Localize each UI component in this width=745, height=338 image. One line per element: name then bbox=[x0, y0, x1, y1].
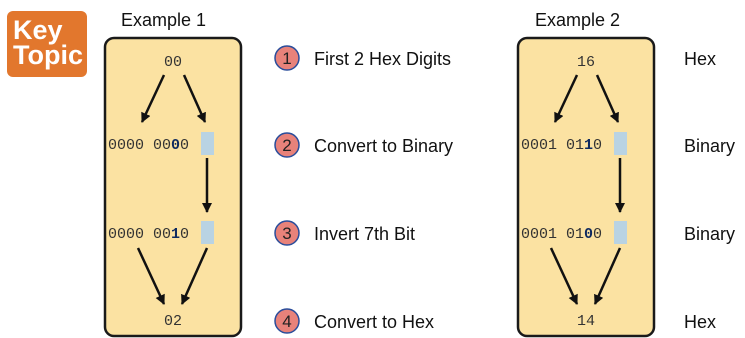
step-1-circle bbox=[274, 45, 300, 71]
example1-row4-text: 02 bbox=[164, 313, 182, 330]
example1-arrow-split-left bbox=[140, 74, 166, 123]
example2-label-binary-2: Binary bbox=[684, 224, 736, 244]
step-4-number: 4 bbox=[282, 312, 291, 331]
example1-row3-prefix: 0000 00 bbox=[108, 226, 171, 243]
step-2-label: Convert to Binary bbox=[314, 136, 454, 156]
example1-row3-bit-highlight bbox=[201, 221, 214, 244]
example1-row2-bit: 0 bbox=[171, 137, 180, 154]
step-4-label: Convert to Hex bbox=[314, 312, 435, 332]
example1-row3-bit: 1 bbox=[171, 226, 180, 243]
step-2-number: 2 bbox=[282, 136, 291, 155]
example2-label-binary-1: Binary bbox=[684, 136, 736, 156]
example1-row3-text: 0000 0010 bbox=[108, 226, 189, 243]
key-topic-line2: Topic bbox=[13, 40, 83, 70]
example1-row2-suffix: 0 bbox=[180, 137, 189, 154]
example2-row2-prefix: 0001 01 bbox=[521, 137, 584, 154]
example1-row1-text: 00 bbox=[164, 54, 182, 71]
example2-row2-text: 0001 0110 bbox=[521, 137, 602, 154]
key-topic-badge: Key Topic bbox=[7, 11, 87, 77]
step-3-circle bbox=[274, 220, 300, 246]
example1-title: Example 1 bbox=[121, 10, 207, 30]
example2-row1-text: 16 bbox=[577, 54, 595, 71]
key-topic-line1: Key bbox=[13, 15, 63, 45]
example2-row4-text: 14 bbox=[577, 313, 595, 330]
example2-row2-bit: 1 bbox=[584, 137, 593, 154]
example2-row3-text: 0001 0100 bbox=[521, 226, 602, 243]
example2-row2-suffix: 0 bbox=[593, 137, 602, 154]
example2-arrow-join-left bbox=[549, 247, 579, 305]
example2-row3-prefix: 0001 01 bbox=[521, 226, 584, 243]
example1-arrow-split-right bbox=[182, 74, 207, 123]
example1-row2-bit-highlight bbox=[201, 132, 214, 155]
example2-arrow-split-left bbox=[553, 74, 579, 123]
example1-arrow-join-right bbox=[180, 247, 209, 305]
example2-box bbox=[516, 36, 656, 338]
step-1-number: 1 bbox=[282, 49, 291, 68]
example2-label-hex-top: Hex bbox=[684, 49, 717, 69]
example2-arrow-split-right bbox=[595, 74, 620, 123]
example2-arrow-join-right bbox=[593, 247, 622, 305]
example1-box bbox=[103, 36, 243, 338]
step-3-label: Invert 7th Bit bbox=[314, 224, 416, 244]
example1-arrow-join-left bbox=[136, 247, 166, 305]
step-3-number: 3 bbox=[282, 224, 291, 243]
example2-row2-bit-highlight bbox=[614, 132, 627, 155]
example2-row3-suffix: 0 bbox=[593, 226, 602, 243]
example1-row2-text: 0000 0000 bbox=[108, 137, 189, 154]
step-4-circle bbox=[274, 308, 300, 334]
example1-row2-prefix: 0000 00 bbox=[108, 137, 171, 154]
example2-row3-bit: 0 bbox=[584, 226, 593, 243]
step-1-label: First 2 Hex Digits bbox=[314, 49, 452, 69]
example1-row3-suffix: 0 bbox=[180, 226, 189, 243]
example2-label-hex-bottom: Hex bbox=[684, 312, 717, 332]
example2-title: Example 2 bbox=[535, 10, 621, 30]
example2-row3-bit-highlight bbox=[614, 221, 627, 244]
step-2-circle bbox=[274, 132, 300, 158]
